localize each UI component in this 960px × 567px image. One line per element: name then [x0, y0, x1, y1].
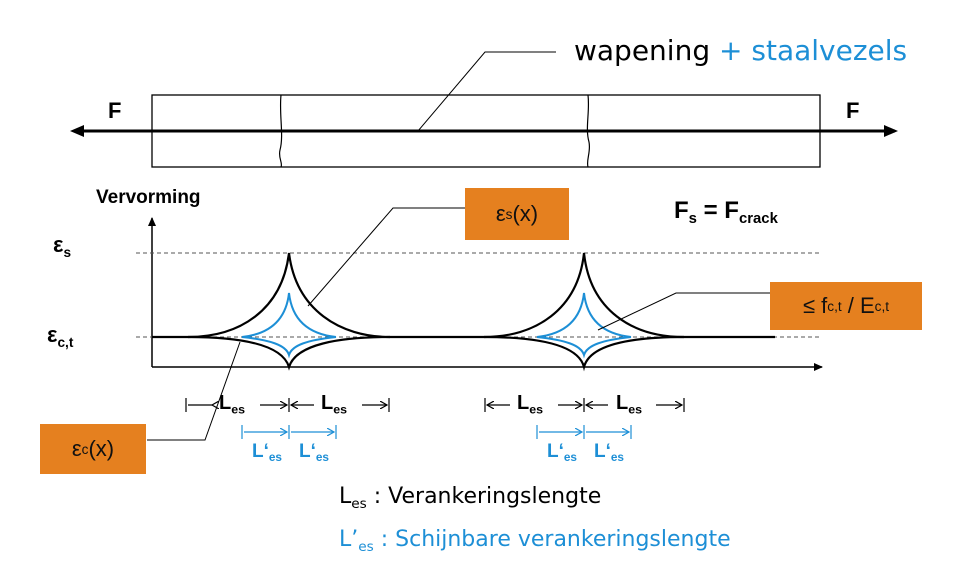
- crack-2: [586, 94, 591, 168]
- apparent-strain-curve-2: [536, 292, 632, 338]
- les-label-1: Les: [219, 392, 246, 417]
- les-prime-label-3: L‘es: [547, 441, 577, 465]
- leader-wapening: [417, 51, 556, 132]
- concrete-beam: [70, 51, 898, 168]
- apparent-strain-curve-1: [241, 292, 337, 338]
- leader-eps-s: [307, 207, 465, 307]
- les-label-2: Les: [321, 392, 348, 417]
- les-prime-label-4: L‘es: [594, 441, 624, 465]
- y-axis-label: Vervorming: [96, 187, 201, 208]
- force-arrow-left: [70, 125, 84, 137]
- les-dimensions: [185, 398, 685, 412]
- les-prime-label-1: L‘es: [252, 441, 282, 465]
- concrete-strain-dip-1: [187, 335, 391, 371]
- apparent-strain-dip-2: [536, 336, 632, 359]
- reinforcement-label: wapening + staalvezels: [574, 34, 907, 67]
- legend-les: Les : Verankeringslengte: [339, 484, 602, 512]
- leader-eps-c: [147, 341, 241, 441]
- strain-curves: [147, 207, 775, 441]
- wapening-text: wapening: [574, 34, 711, 67]
- force-label-right: F: [846, 98, 860, 123]
- les-prime-label-2: L‘es: [299, 441, 329, 465]
- force-arrow-right: [884, 125, 898, 137]
- les-label-4: Les: [616, 392, 643, 417]
- leader-limit: [597, 292, 770, 331]
- apparent-strain-dip-1: [241, 336, 337, 359]
- staalvezels-text: staalvezels: [751, 34, 908, 67]
- force-label-left: F: [108, 98, 122, 123]
- steel-strain-curve: [152, 252, 775, 339]
- eps-ct-label: εc,t: [47, 322, 74, 350]
- force-equation: Fs = Fcrack: [674, 197, 778, 228]
- les-prime-dimensions: [241, 425, 632, 439]
- concrete-strain-dip-2: [483, 335, 685, 372]
- eps-s-label: εs: [53, 232, 72, 260]
- les-label-3: Les: [517, 392, 544, 417]
- legend-les-prime: L’es : Schijnbare verankeringslengte: [339, 527, 731, 555]
- plus-sign: +: [719, 34, 743, 67]
- crack-1: [278, 94, 283, 168]
